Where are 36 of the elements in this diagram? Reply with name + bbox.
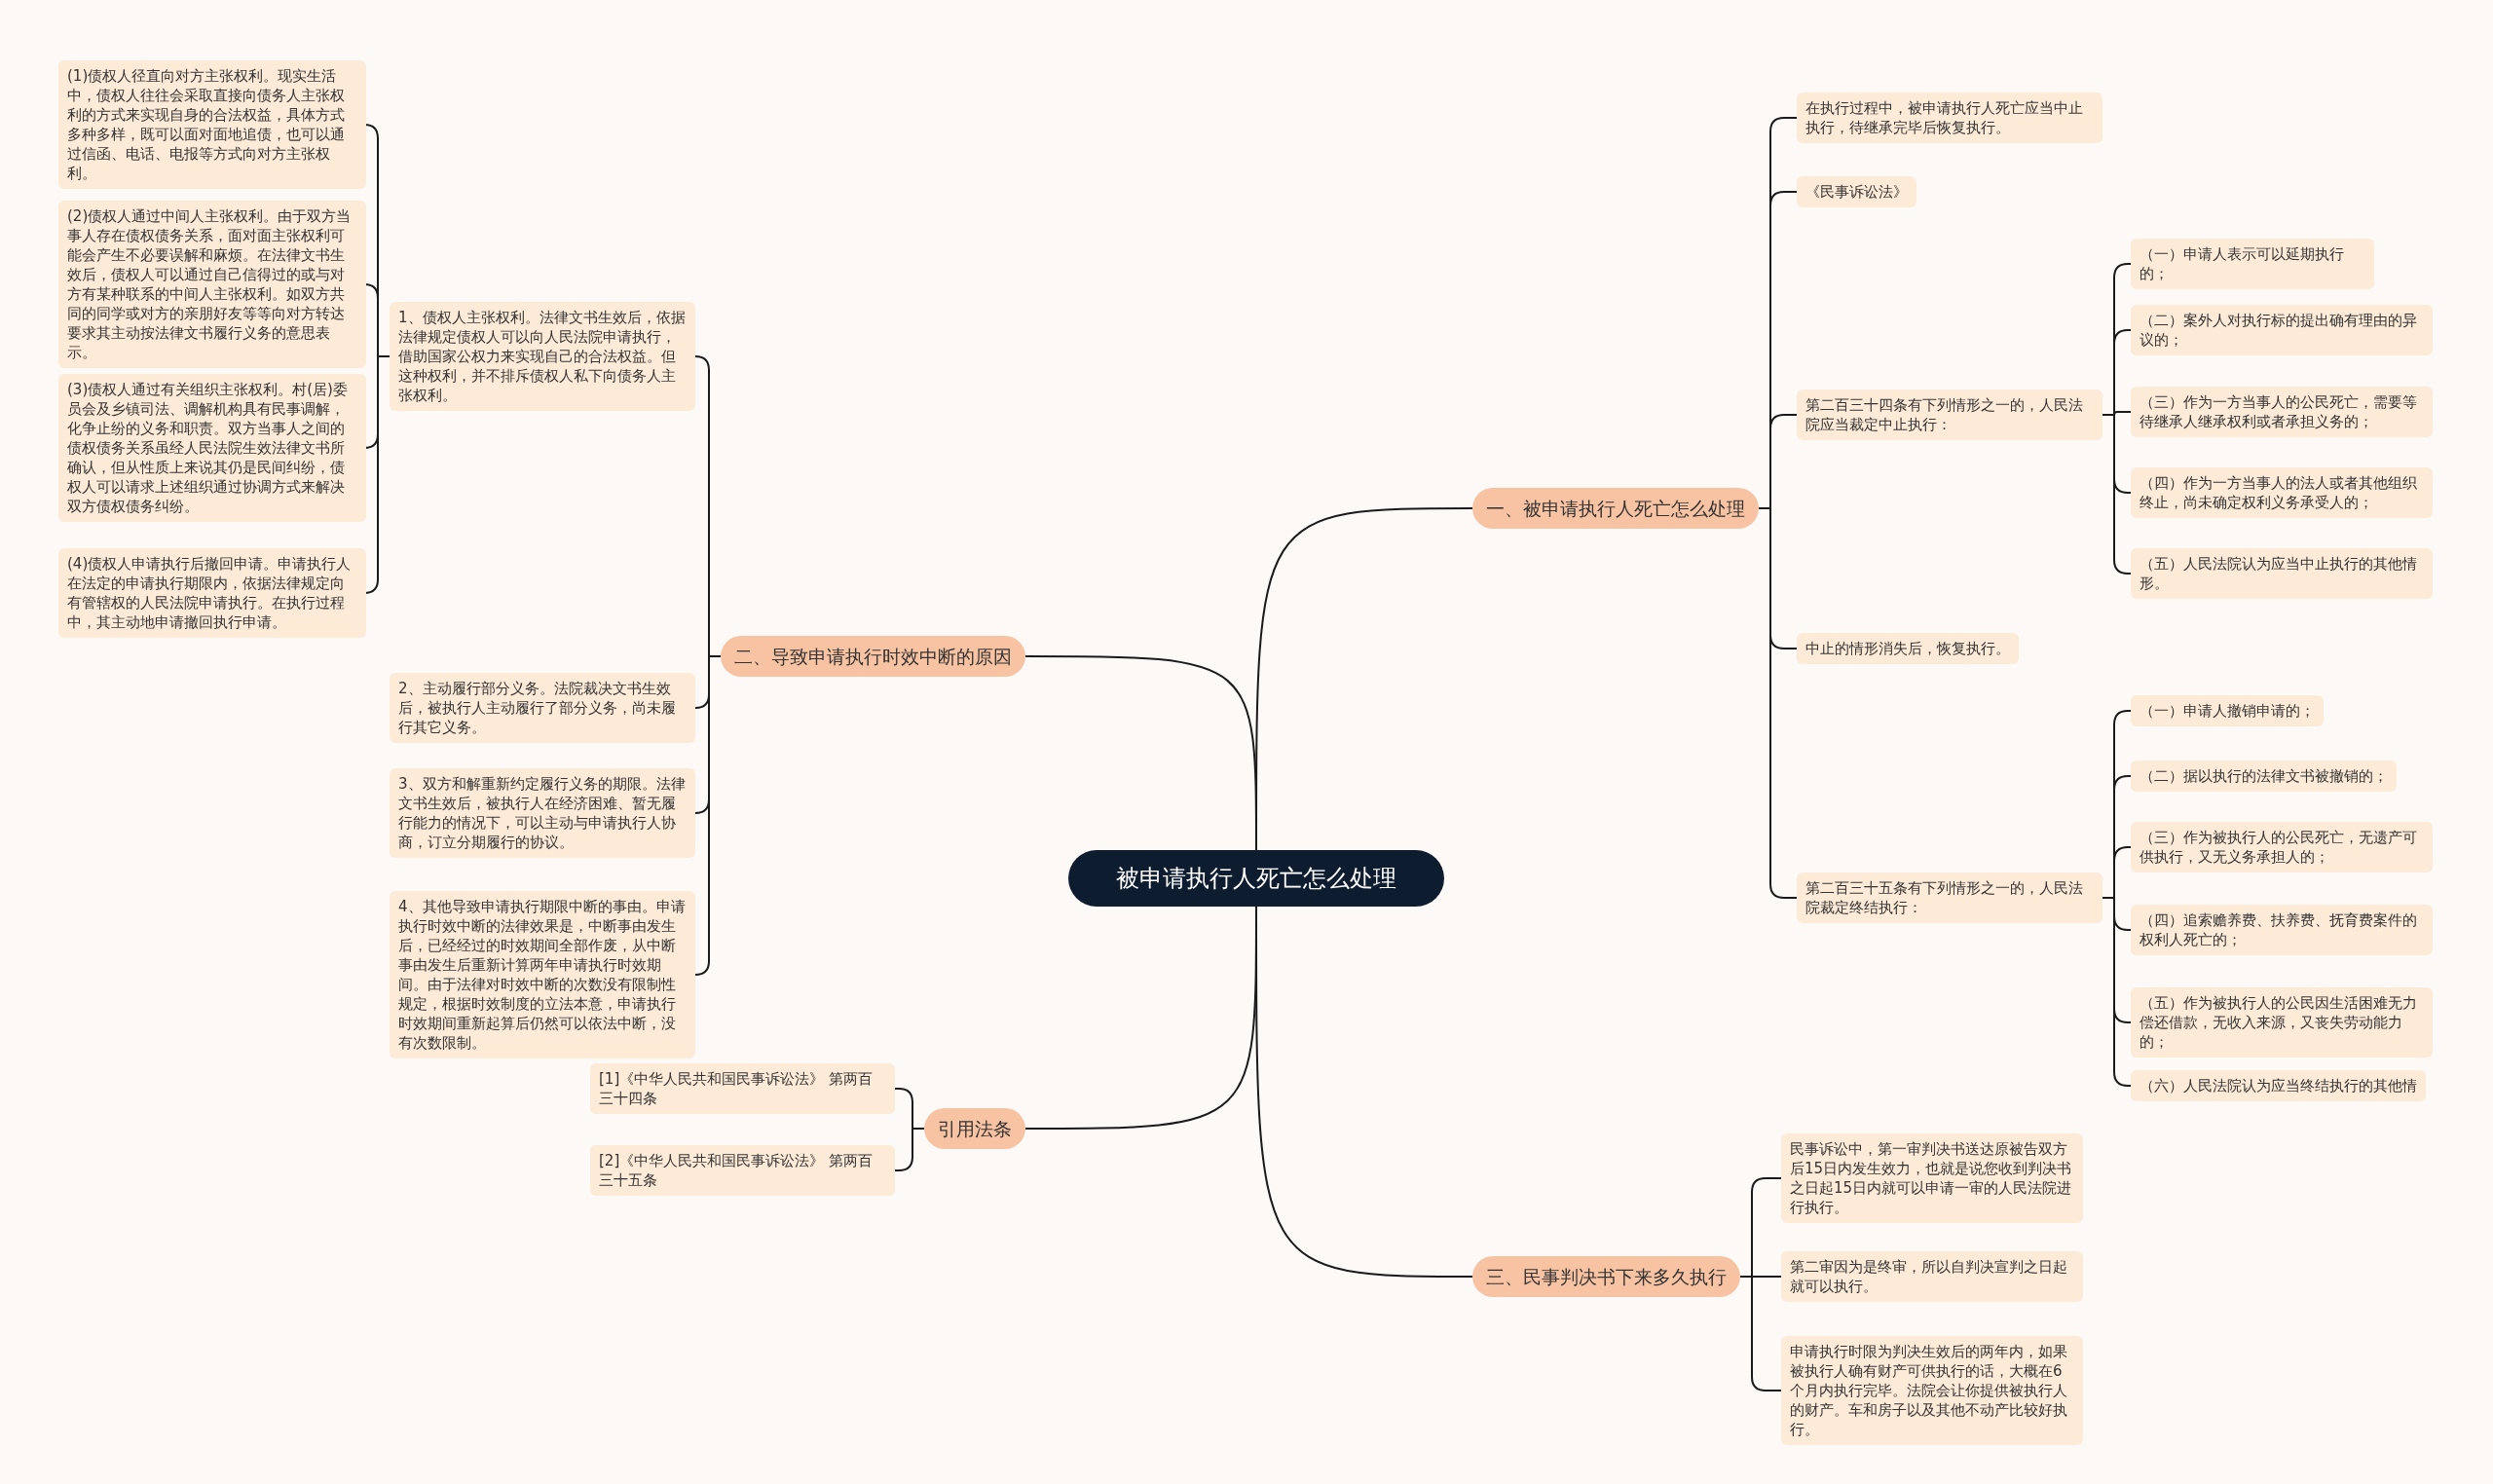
subtopic-card: (2)债权人通过中间人主张权利。由于双方当事人存在债权债务关系，面对面主张权利可能会产生不必要误解和麻烦。在法律文书生效后，债权人可以通过自己信得过的或与对方有某种联系的中间人主张权利。如双方共同的同学或对方的亲朋好友等等向对方转达要求其主动按法律文书履行义务的意思表示。 bbox=[58, 201, 366, 368]
subtopic-card: (1)债权人径直向对方主张权利。现实生活中，债权人往往会采取直接向债务人主张权利的方式来实现自身的合法权益，具体方式多种多样，既可以面对面地追债，也可以通过信函、电话、电报等方式向对方主张权利。 bbox=[58, 60, 366, 189]
subtopic-card: (4)债权人申请执行后撤回申请。申请执行人在法定的申请执行期限内，依据法律规定向有管辖权的人民法院申请执行。在执行过程中，其主动地申请撤回执行申请。 bbox=[58, 548, 366, 638]
subtopic-card: 4、其他导致申请执行期限中断的事由。申请执行时效中断的法律效果是，中断事由发生后，已经经过的时效期间全部作废，从中断事由发生后重新计算两年申请执行时效期间。由于法律对时效中断的次数没有限制性规定，根据时效制度的立法本意，申请执行时效期间重新起算后仍然可以依法中断，没有次数限制。 bbox=[390, 891, 695, 1058]
connector-line bbox=[694, 655, 722, 976]
subtopic-card: 3、双方和解重新约定履行义务的期限。法律文书生效后，被执行人在经济困难、暂无履行能力的情况下，可以主动与申请执行人协商，订立分期履行的协议。 bbox=[390, 768, 695, 858]
subtopic-card: 中止的情形消失后，恢复执行。 bbox=[1797, 633, 2019, 664]
subtopic-card: 在执行过程中，被申请执行人死亡应当中止执行，待继承完毕后恢复执行。 bbox=[1797, 93, 2102, 143]
subtopic-card: 2、主动履行部分义务。法院裁决文书生效后，被执行人主动履行了部分义务，尚未履行其它义务。 bbox=[390, 673, 695, 743]
subtopic-card: （四）作为一方当事人的法人或者其他组织终止，尚未确定权利义务承受人的； bbox=[2131, 467, 2433, 518]
subtopic-card: （一）申请人表示可以延期执行的； bbox=[2131, 239, 2374, 289]
subtopic-card: （五）作为被执行人的公民因生活困难无力偿还借款，无收入来源，又丧失劳动能力的； bbox=[2131, 987, 2433, 1057]
subtopic-card: （五）人民法院认为应当中止执行的其他情形。 bbox=[2131, 548, 2433, 599]
subtopic-card: [2]《中华人民共和国民事诉讼法》 第两百三十五条 bbox=[590, 1145, 895, 1196]
subtopic-card: （三）作为一方当事人的公民死亡，需要等待继承人继承权利或者承担义务的； bbox=[2131, 387, 2433, 437]
subtopic-card: 民事诉讼中，第一审判决书送达原被告双方后15日内发生效力，也就是说您收到判决书之日起15日内就可以申请一审的人民法院进行执行。 bbox=[1781, 1133, 2083, 1223]
subtopic-card: （三）作为被执行人的公民死亡，无遗产可供执行，又无义务承担人的； bbox=[2131, 822, 2433, 872]
branch-topic: 一、被申请执行人死亡怎么处理 bbox=[1472, 488, 1759, 529]
subtopic-card: 第二百三十四条有下列情形之一的，人民法院应当裁定中止执行： bbox=[1797, 390, 2102, 440]
subtopic-card: （四）追索赡养费、扶养费、抚育费案件的权利人死亡的； bbox=[2131, 905, 2433, 955]
subtopic-card: （一）申请人撤销申请的； bbox=[2131, 695, 2324, 726]
connector-line bbox=[894, 1128, 925, 1171]
subtopic-card: 第二百三十五条有下列情形之一的，人民法院裁定终结执行： bbox=[1797, 872, 2102, 923]
subtopic-card: [1]《中华人民共和国民事诉讼法》 第两百三十四条 bbox=[590, 1063, 895, 1114]
central-topic: 被申请执行人死亡怎么处理 bbox=[1068, 850, 1444, 907]
subtopic-card: （二）据以执行的法律文书被撤销的； bbox=[2131, 761, 2397, 792]
subtopic-card: 申请执行时限为判决生效后的两年内，如果被执行人确有财产可供执行的话，大概在6个月内执行完毕。法院会让你提供被执行人的财产。车和房子以及其他不动产比较好执行。 bbox=[1781, 1336, 2083, 1445]
subtopic-card: 1、债权人主张权利。法律文书生效后，依据法律规定债权人可以向人民法院申请执行，借助国家公权力来实现自己的合法权益。但这种权利，并不排斥债权人私下向债务人主张权利。 bbox=[390, 302, 695, 411]
subtopic-card: （二）案外人对执行标的提出确有理由的异议的； bbox=[2131, 305, 2433, 355]
subtopic-card: 第二审因为是终审，所以自判决宣判之日起就可以执行。 bbox=[1781, 1251, 2083, 1302]
branch-topic: 二、导致申请执行时效中断的原因 bbox=[721, 636, 1025, 677]
subtopic-card: （六）人民法院认为应当终结执行的其他情 bbox=[2131, 1070, 2426, 1101]
subtopic-card: (3)债权人通过有关组织主张权利。村(居)委员会及乡镇司法、调解机构具有民事调解，化争止纷的义务和职责。双方当事人之间的债权债务关系虽经人民法院生效法律文书所确认，但从性质上来说其仍是民间纠纷，债权人可以请求上述组织通过协调方式来解决双方债权债务纠纷。 bbox=[58, 374, 366, 522]
branch-topic: 引用法条 bbox=[924, 1108, 1025, 1149]
subtopic-card: 《民事诉讼法》 bbox=[1797, 176, 1916, 207]
branch-topic: 三、民事判决书下来多久执行 bbox=[1472, 1256, 1740, 1297]
